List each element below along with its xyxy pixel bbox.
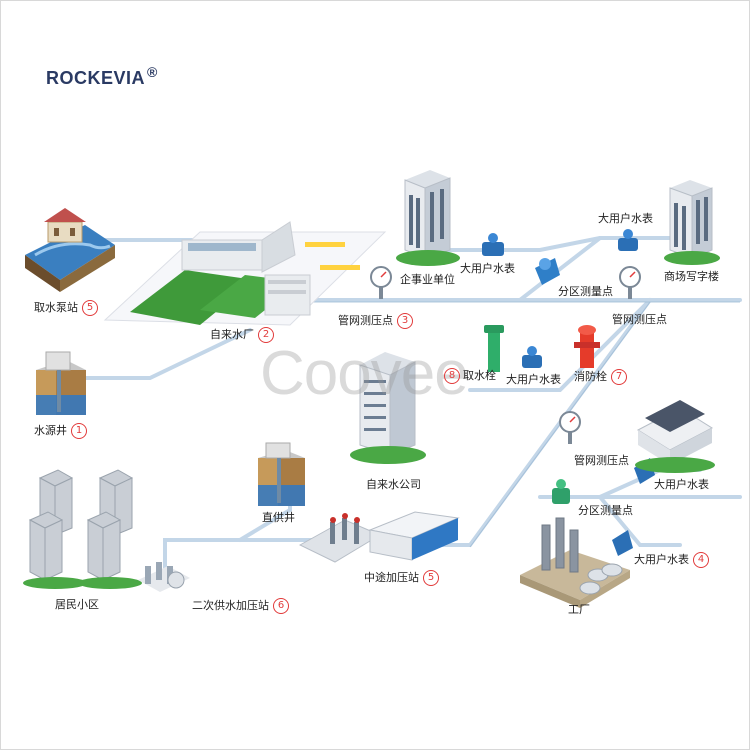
label-big-meter-right: 大用户水表 [654, 478, 709, 491]
label-factory: 工厂 [568, 603, 590, 616]
booster-station-illustration [298, 511, 460, 563]
label-hydrant: 消防栓 7 [574, 369, 627, 385]
pressure-gauge-2 [619, 266, 641, 299]
label-big-meter-mid: 大用户水表 [506, 373, 561, 386]
label-pressure-point-1: 管网测压点 3 [338, 313, 413, 329]
label-text: 大用户水表 [634, 553, 689, 566]
label-water-plant: 自来水厂 2 [210, 327, 274, 343]
enterprise-building-illustration [396, 170, 460, 266]
label-source-well: 水源井 1 [34, 423, 87, 439]
direct-well-illustration [258, 442, 305, 506]
label-big-meter-top: 大用户水表 [460, 262, 515, 275]
meter-top-right [618, 229, 638, 251]
water-plant-illustration [103, 221, 387, 326]
label-enterprise: 企事业单位 [400, 273, 455, 286]
label-big-meter-bottom: 大用户水表 4 [634, 552, 709, 568]
intake-station-illustration [25, 208, 115, 292]
badge-secondary: 6 [273, 598, 289, 614]
label-intake-station: 取水泵站 5 [34, 300, 98, 316]
water-company-building-illustration [350, 352, 426, 464]
badge-hydrant-intake: 8 [444, 368, 460, 384]
fire-hydrant [574, 325, 600, 368]
pipe-factory-branch [598, 495, 682, 547]
badge-hydrant: 7 [611, 369, 627, 385]
meter-top [482, 233, 504, 256]
label-district-meter-top: 分区测量点 [558, 285, 613, 298]
watermark: Coovee [260, 339, 469, 408]
label-text: 取水泵站 [34, 301, 78, 314]
green-intake-hydrant [484, 325, 504, 372]
label-secondary-station: 二次供水加压站 6 [192, 598, 289, 614]
source-well-illustration [36, 351, 86, 415]
badge-pressure-1: 3 [397, 313, 413, 329]
villa-building-illustration [635, 400, 715, 473]
badge-booster: 5 [423, 570, 439, 586]
residential-buildings-illustration [23, 469, 142, 589]
label-pressure-point-3: 管网测压点 [574, 454, 629, 467]
meter-bottom [612, 530, 633, 556]
pipe-booster-to-secondary [163, 538, 362, 587]
label-booster-station: 中途加压站 5 [364, 570, 439, 586]
badge-big-meter-bottom: 4 [693, 552, 709, 568]
badge-well: 1 [71, 423, 87, 439]
factory-illustration [520, 517, 630, 608]
label-commercial: 商场写字楼 [664, 270, 719, 283]
badge-plant: 2 [258, 327, 274, 343]
label-direct-well: 直供井 [262, 511, 295, 524]
label-big-meter-top-right: 大用户水表 [598, 212, 653, 225]
label-district-meter-bottom: 分区测量点 [578, 504, 633, 517]
pipe-well-to-plant [70, 328, 252, 380]
brand-logo-text: ROCKEVIA [46, 68, 146, 88]
label-pressure-point-2: 管网测压点 [612, 313, 667, 326]
label-text: 水源井 [34, 424, 67, 437]
label-residential: 居民小区 [55, 598, 99, 611]
pipe-mid-branch [468, 298, 652, 392]
commercial-building-illustration [664, 180, 720, 265]
label-text: 二次供水加压站 [192, 599, 269, 612]
pipe-main-top [298, 236, 682, 302]
district-meter-bottom [552, 479, 570, 504]
label-water-company: 自来水公司 [366, 478, 421, 491]
pressure-gauge-3 [559, 411, 581, 444]
meter-mid [522, 346, 542, 368]
pressure-gauge-1 [370, 266, 392, 299]
label-text: 取水栓 [463, 369, 496, 382]
label-text: 管网测压点 [338, 314, 393, 327]
secondary-supply-station-illustration [138, 562, 190, 592]
label-text: 消防栓 [574, 370, 607, 383]
label-text: 中途加压站 [364, 571, 419, 584]
brand-logo: ROCKEVIA® [46, 64, 158, 89]
registered-mark: ® [147, 64, 158, 80]
district-meter-top [535, 258, 560, 285]
label-text: 自来水厂 [210, 328, 254, 341]
badge-intake: 5 [82, 300, 98, 316]
